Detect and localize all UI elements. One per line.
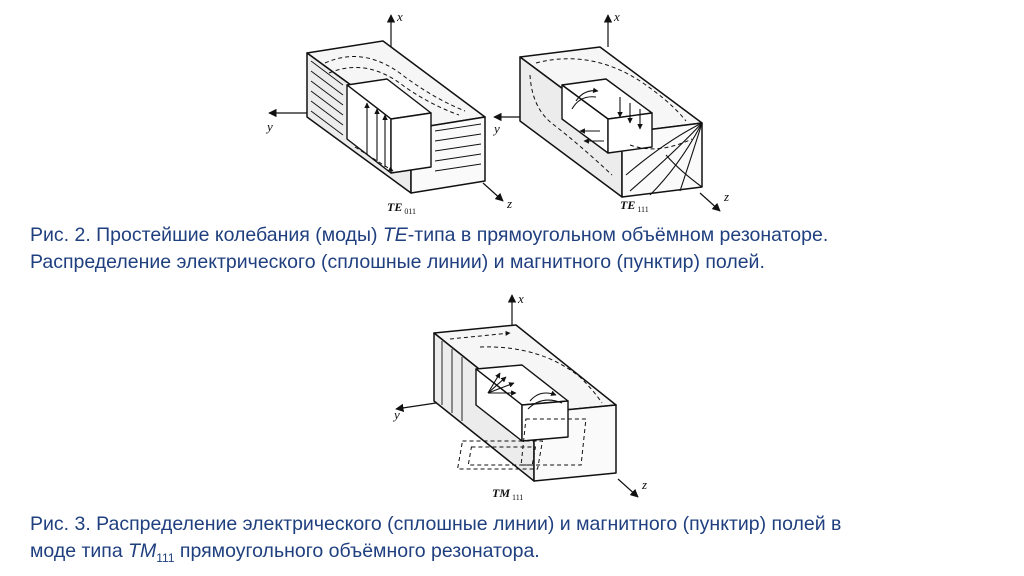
- mode-sub: 011: [404, 207, 416, 216]
- caption-prefix: Рис. 2. Простейшие колебания (моды): [30, 224, 383, 246]
- magnetic-field-loops: [324, 56, 466, 178]
- caption-suffix: -типа в прямоугольном объёмном резонатор…: [407, 224, 829, 246]
- y-axis-label: y: [492, 121, 500, 136]
- figure-2-caption-line-1: Рис. 2. Простейшие колебания (моды) TE-т…: [30, 222, 828, 249]
- magnetic-field-loops: [449, 330, 603, 470]
- figure-3-caption-line-2: моде типа TM111 прямоугольного объёмного…: [30, 538, 540, 565]
- z-axis-label: z: [506, 196, 512, 211]
- cutaway-end: [607, 112, 653, 154]
- y-axis-label: y: [392, 407, 400, 422]
- mode-sub: 111: [637, 205, 648, 214]
- te011-resonator-svg: x y z: [265, 9, 512, 216]
- cutaway-end: [390, 112, 432, 174]
- z-axis-label: z: [641, 477, 647, 492]
- x-axis-label: x: [396, 9, 403, 24]
- electric-field-lines: [487, 372, 563, 410]
- figure-2-left-diagram: x y z: [255, 5, 525, 216]
- z-axis-line: [617, 478, 639, 498]
- te111-resonator-svg: x y z: [492, 9, 729, 214]
- y-axis-line: [395, 402, 437, 413]
- caption-italic: TM: [128, 540, 157, 562]
- x-axis-label: x: [517, 291, 524, 306]
- z-axis-label: z: [723, 189, 729, 204]
- tm111-resonator-svg: x y z: [392, 291, 647, 502]
- end-hatching: [434, 123, 482, 172]
- caption-suffix: прямоугольного объёмного резонатора.: [174, 540, 540, 562]
- electric-field-lines: [571, 87, 643, 144]
- caption-italic: TE: [382, 224, 408, 246]
- mode-main: TM: [492, 486, 510, 500]
- mode-sub: 111: [512, 493, 523, 502]
- figure-2-right-diagram: x y z: [480, 5, 750, 215]
- y-axis-label: y: [265, 119, 273, 134]
- side-hatching: [441, 341, 463, 421]
- cutaway-end: [521, 400, 569, 442]
- electric-field-lines: [364, 102, 388, 167]
- figure-3-diagram: x y z: [380, 285, 670, 503]
- z-axis-line: [482, 182, 504, 202]
- side-hatching: [310, 60, 344, 136]
- mode-main: TE: [620, 198, 635, 212]
- figure-3-caption-line-1: Рис. 3. Распределение электрического (сп…: [30, 513, 842, 535]
- mode-main: TE: [387, 200, 402, 214]
- z-axis-line: [699, 192, 721, 212]
- end-face-field-fan: [625, 122, 703, 196]
- x-axis-label: x: [613, 9, 620, 24]
- caption-subscript: 111: [156, 551, 175, 565]
- figure-2-caption-line-2: Распределение электрического (сплошные л…: [30, 251, 765, 273]
- caption-prefix: моде типа: [30, 540, 129, 562]
